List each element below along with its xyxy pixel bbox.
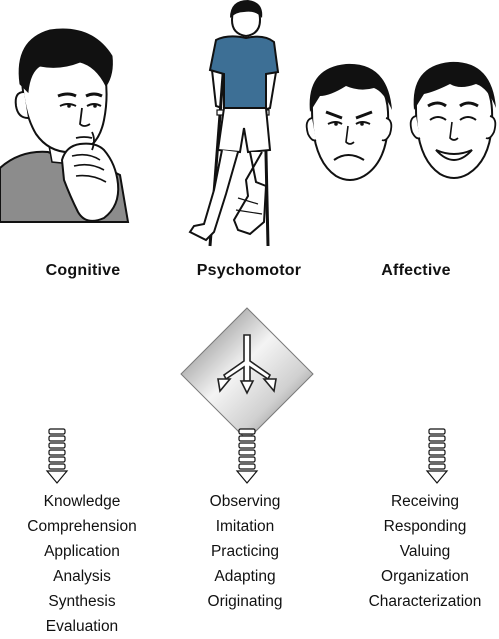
thinking-man-illustration bbox=[0, 28, 130, 223]
affective-levels-arrow-icon bbox=[425, 428, 449, 484]
cognitive-levels-list: Knowledge Comprehension Application Anal… bbox=[0, 489, 172, 639]
list-item: Adapting bbox=[214, 568, 276, 585]
faces-illustration bbox=[305, 61, 497, 181]
list-item: Observing bbox=[209, 493, 281, 510]
smiling-face-icon bbox=[409, 61, 497, 179]
frowning-face-icon bbox=[305, 63, 393, 181]
psychomotor-title: Psychomotor bbox=[196, 262, 302, 279]
list-item: Valuing bbox=[399, 543, 451, 560]
branching-arrows-icon bbox=[217, 334, 277, 395]
affective-levels-list: Receiving Responding Valuing Organizatio… bbox=[355, 489, 495, 614]
list-item: Organization bbox=[381, 568, 469, 585]
list-item: Synthesis bbox=[48, 593, 116, 610]
list-item: Imitation bbox=[215, 518, 275, 535]
branching-diamond bbox=[180, 307, 314, 441]
list-item: Originating bbox=[207, 593, 283, 610]
list-item: Receiving bbox=[390, 493, 460, 510]
list-item: Practicing bbox=[210, 543, 280, 560]
cognitive-title: Cognitive bbox=[45, 262, 121, 279]
list-item: Comprehension bbox=[27, 518, 137, 535]
list-item: Application bbox=[44, 543, 120, 560]
psychomotor-levels-arrow-icon bbox=[235, 428, 259, 484]
psychomotor-levels-list: Observing Imitation Practicing Adapting … bbox=[162, 489, 328, 614]
cognitive-levels-arrow-icon bbox=[45, 428, 69, 484]
list-item: Responding bbox=[383, 518, 467, 535]
list-item: Knowledge bbox=[43, 493, 121, 510]
affective-title: Affective bbox=[381, 262, 451, 279]
list-item: Characterization bbox=[368, 593, 482, 610]
list-item: Evaluation bbox=[45, 618, 119, 635]
list-item: Analysis bbox=[53, 568, 111, 585]
crutches-man-illustration bbox=[188, 0, 280, 247]
